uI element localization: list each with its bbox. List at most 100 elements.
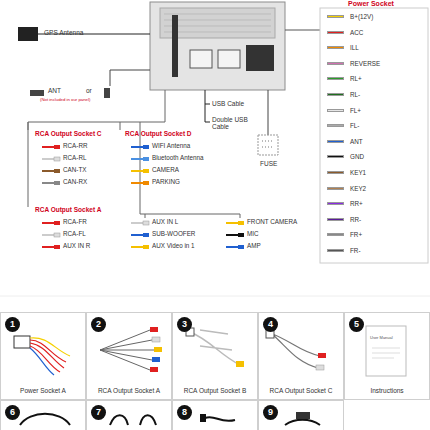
wire-swatch [327, 233, 344, 236]
mic-head [200, 414, 206, 422]
wire-name: ACC [350, 28, 363, 38]
plug-wire [42, 222, 54, 224]
legend-item: GND [327, 152, 427, 162]
callout-number: 8 [177, 405, 192, 420]
legend-item: ILL [327, 43, 427, 53]
rca-plug-head [152, 337, 160, 342]
legend-item: FL+ [327, 106, 427, 116]
camera-cable [285, 420, 320, 425]
plug-head [143, 245, 149, 249]
signal-name: RCA-FR [63, 219, 123, 226]
plug-wire [226, 222, 238, 224]
rca-plug-head [318, 353, 326, 358]
socket-heading: RCA Output Socket A [35, 206, 125, 213]
legend-item: RR+ [327, 199, 427, 209]
signal-name: RCA-RR [63, 143, 123, 150]
wire-name: RL+ [350, 74, 362, 84]
part-name: RCA Output Socket A [87, 387, 171, 394]
ant-leader [110, 70, 150, 86]
plug-wire [42, 146, 54, 148]
signal-name: RCA-FL [63, 231, 123, 238]
wire-name: RR+ [350, 199, 363, 209]
plug-head [143, 169, 149, 173]
plug-wire [131, 234, 143, 236]
wire-swatch [327, 171, 344, 174]
rca-plug [42, 245, 60, 249]
booklet-title: User Manual [370, 336, 404, 340]
camera-body [296, 412, 310, 419]
wire-name: FR+ [350, 230, 362, 240]
rca-plug [42, 233, 60, 237]
signal-name: CAN-RX [63, 179, 123, 186]
legend-item: FL- [327, 121, 427, 131]
wire-name: RL- [350, 90, 360, 100]
rca-plug-head [154, 347, 162, 352]
wire-swatch [327, 140, 344, 143]
socket-heading: Power Socket [348, 0, 426, 8]
part-name: Power Socket A [1, 387, 85, 394]
signal-name: MIC [247, 231, 317, 238]
manual-booklet [366, 326, 406, 376]
socket-leader [28, 90, 240, 218]
part-label: USB Cable [212, 100, 262, 107]
signal-name: AUX IN R [63, 243, 123, 250]
wire-name: KEY2 [350, 184, 366, 194]
cable-bundle [272, 334, 320, 368]
wire-name: FR- [350, 246, 361, 256]
rca-plug [226, 245, 244, 249]
plug-head [143, 233, 149, 237]
wire-swatch [327, 124, 344, 127]
wire-swatch [327, 15, 344, 18]
plug-wire [131, 146, 143, 148]
legend-item: RL+ [327, 74, 427, 84]
wire-swatch [327, 218, 344, 221]
part-cell: 8 [172, 400, 258, 430]
part-cell: 2RCA Output Socket A [86, 312, 172, 400]
plug-head [238, 233, 244, 237]
legend-item: FR- [327, 246, 427, 256]
part-label: FUSE [260, 160, 290, 167]
wire-name: GND [350, 152, 364, 162]
rca-plug-head [152, 357, 160, 362]
connector-port [218, 50, 240, 68]
harness-wires [30, 348, 54, 375]
rca-plug [42, 169, 60, 173]
fuse-dots [262, 141, 274, 147]
part-cell: 5Instructions [344, 312, 430, 400]
legend-item: FR+ [327, 230, 427, 240]
callout-number: 5 [349, 317, 364, 332]
plug-head [54, 157, 60, 161]
wire-swatch [327, 109, 344, 112]
usb-leader [205, 90, 210, 122]
callout-number: 1 [5, 317, 20, 332]
plug-head [54, 169, 60, 173]
power-socket-frame [320, 8, 428, 263]
plug-head [143, 157, 149, 161]
callout-number: 3 [177, 317, 192, 332]
wire-name: ILL [350, 43, 359, 53]
signal-name: PARKING [152, 179, 222, 186]
power-leader [285, 30, 320, 31]
callout-number: 6 [5, 405, 20, 420]
rca-plug [42, 145, 60, 149]
part-cell: 9 [258, 400, 344, 430]
plug-head [54, 245, 60, 249]
fuse-box [258, 135, 278, 155]
plug-head [54, 145, 60, 149]
wire-swatch [327, 249, 344, 252]
rca-plug-head [316, 365, 324, 370]
socket-heading: RCA Output Socket D [125, 130, 215, 137]
plug-head [238, 245, 244, 249]
usb-cable-coil [110, 415, 156, 425]
separator [0, 296, 430, 297]
wire-name: FL- [350, 121, 359, 131]
plug-head [54, 233, 60, 237]
wire-name: RR- [350, 215, 361, 225]
wire-name: KEY1 [350, 168, 366, 178]
legend-item: KEY2 [327, 184, 427, 194]
wire-swatch [327, 46, 344, 49]
plug-wire [131, 246, 143, 248]
rca-plug [131, 233, 149, 237]
legend-item: RR- [327, 215, 427, 225]
